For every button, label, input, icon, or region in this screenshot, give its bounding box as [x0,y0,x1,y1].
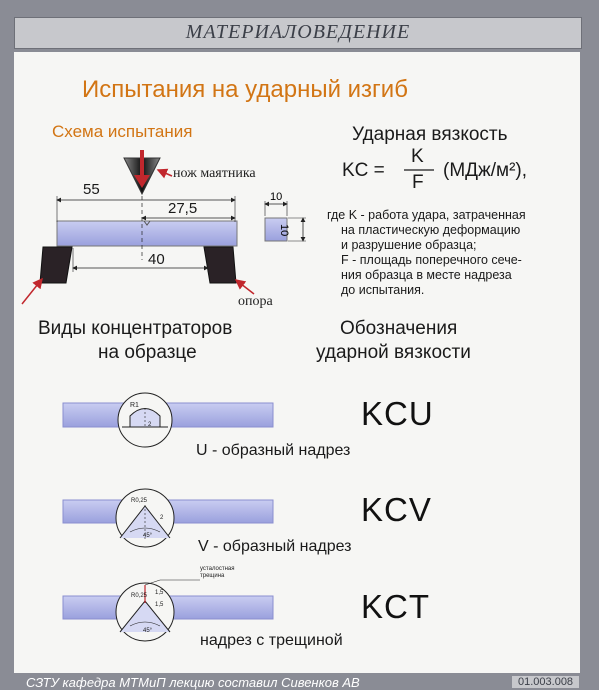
caption-kcu: U - образный надрез [196,442,351,459]
notch-u-mark2: 2 [148,422,152,428]
dim-height: 10 [278,224,290,237]
caption-kct: надрез с трещиной [200,632,343,649]
designations-title-line2: ударной вязкости [316,342,471,363]
header-bar: МАТЕРИАЛОВЕДЕНИЕ [14,17,582,49]
code-kcu: KCU [361,395,434,432]
notch-v-mark2: 2 [160,515,164,521]
specimen-scheme [21,150,255,305]
formula-unit: (МДж/м²), [443,160,528,181]
desc-line: где K - работа удара, затраченная [327,208,526,222]
formula-left: KC = [342,160,385,181]
notch-u-mark1: R1 [130,402,139,409]
notch-u-diagram [62,392,274,448]
desc-line: F - площадь поперечного сече- [341,253,522,267]
code-kcv: KCV [361,491,432,528]
notch-t-mark3: 1,5 [155,602,164,608]
designations-title-line1: Обозначения [340,318,458,339]
cross-section [264,201,306,242]
notch-v-mark1: R0,25 [131,498,148,504]
notch-t-mark2: 1,5 [155,590,164,596]
formula-numerator: K [411,146,424,167]
notch-v-diagram [62,488,274,548]
support-label: опора [238,294,273,309]
right-support [203,246,237,284]
left-support [39,246,73,284]
footer-code: 01.003.008 [512,676,580,688]
caption-kcv: V - образный надрез [198,538,352,555]
dim-width: 10 [270,191,283,203]
desc-line: до испытания. [341,283,425,297]
crack-label-line1: усталостная [200,566,235,572]
knife-label: нож маятника [173,166,256,181]
footer-credit: СЗТУ кафедра МТМиП лекцию составил Сивен… [26,675,360,690]
toughness-description: где K - работа удара, затраченная на пла… [327,208,526,298]
desc-line: ния образца в месте надреза [341,268,512,282]
page-title: Испытания на ударный изгиб [82,76,408,103]
desc-line: и разрушение образца; [341,238,477,252]
concentrators-title-line2: на образце [98,342,197,363]
content-panel [14,52,580,673]
notch-v-angle: 45° [143,533,153,539]
code-kct: KCT [361,588,430,625]
dim-span: 40 [148,251,165,268]
notch-t-mark1: R0,25 [131,593,148,599]
crack-label-line2: трещина [200,573,225,579]
concentrators-title-line1: Виды концентраторов [38,318,233,339]
scheme-title: Схема испытания [52,122,193,141]
desc-line: на пластическую деформацию [341,223,521,237]
formula-denominator: F [412,172,424,193]
notch-t-angle: 45° [143,628,153,634]
toughness-title: Ударная вязкость [352,124,508,145]
dim-half: 27,5 [168,200,198,217]
header-title: МАТЕРИАЛОВЕДЕНИЕ [185,21,411,43]
notch-crack-diagram [62,579,274,642]
dim-total: 55 [83,181,100,198]
